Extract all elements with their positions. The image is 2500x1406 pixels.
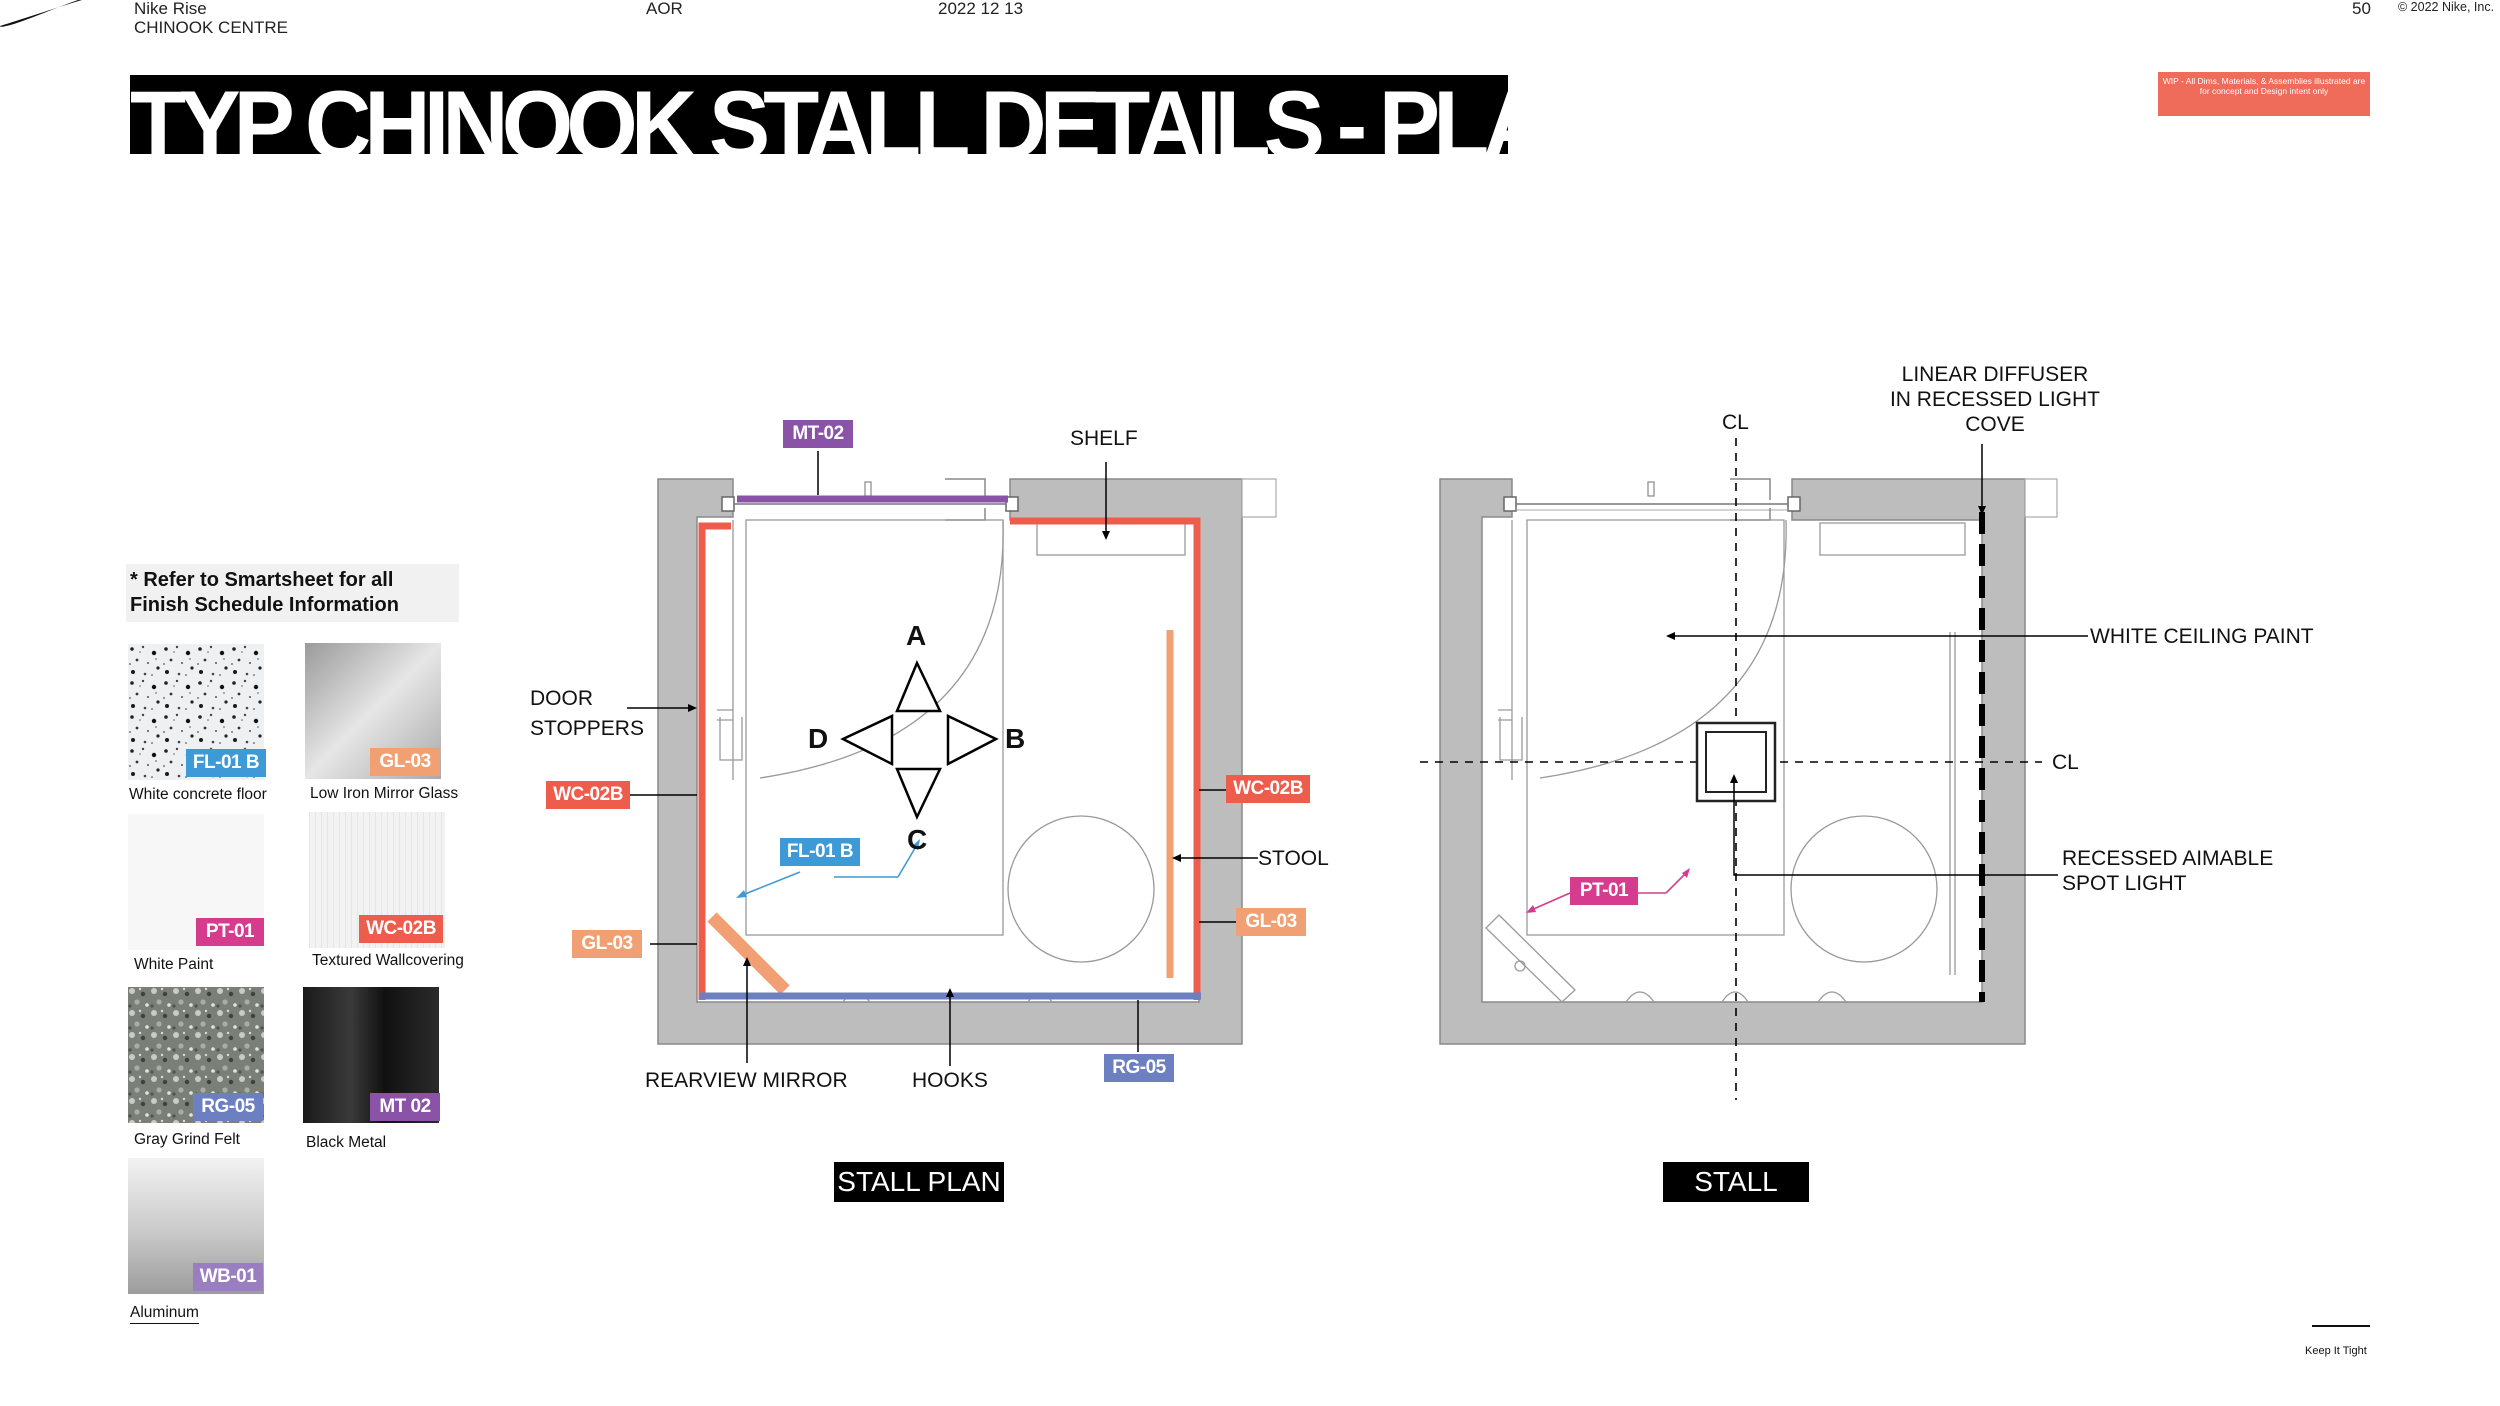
label-hooks: HOOKS — [912, 1069, 988, 1092]
swatch-tag-rg05: RG-05 — [193, 1093, 263, 1121]
footer-rule — [2312, 1325, 2370, 1327]
swatch-tag-fl01b: FL-01 B — [186, 749, 266, 777]
swatch-tag-gl03: GL-03 — [370, 748, 440, 776]
project-name: Nike Rise CHINOOK CENTRE — [134, 0, 288, 37]
swatch-tag-wc02b: WC-02B — [359, 915, 443, 943]
label-spot-light-1: RECESSED AIMABLE — [2062, 847, 2274, 870]
view-marker-d: D — [808, 723, 829, 754]
label-white-ceiling-paint: WHITE CEILING PAINT — [2090, 625, 2314, 648]
view-marker-a: A — [906, 620, 927, 651]
label-rearview-mirror: REARVIEW MIRROR — [645, 1069, 848, 1092]
label-spot-light-2: SPOT LIGHT — [2062, 872, 2187, 895]
view-marker-c: C — [907, 824, 928, 855]
label-shelf: SHELF — [1070, 427, 1138, 450]
label-cl-horizontal: CL — [2052, 751, 2079, 774]
tag-fl01b: FL-01 B — [780, 838, 860, 866]
project-line-1: Nike Rise — [134, 0, 207, 18]
swatch-caption: Black Metal — [306, 1134, 387, 1151]
aor-label: AOR — [646, 0, 683, 18]
swatch-caption: Textured Wallcovering — [312, 952, 464, 969]
label-door-stoppers-2: STOPPERS — [530, 717, 644, 740]
tag-mt02: MT-02 — [783, 420, 853, 448]
finish-schedule-note: * Refer to Smartsheet for all Finish Sch… — [126, 564, 459, 622]
view-marker-b: B — [1005, 723, 1026, 754]
label-diffuser-2: IN RECESSED LIGHT — [1889, 388, 2101, 411]
swatch-caption: White concrete floor — [129, 786, 267, 803]
tag-gl03-right: GL-03 — [1236, 908, 1306, 936]
wip-note: WIP - All Dims, Materials, & Assemblies … — [2158, 72, 2370, 116]
swatch-tag-mt02: MT 02 — [370, 1093, 440, 1121]
swatch-tag-pt01: PT-01 — [196, 918, 264, 946]
nike-swoosh-logo — [0, 0, 82, 27]
page-number: 50 — [2352, 0, 2371, 18]
tag-wc02b-right: WC-02B — [1226, 775, 1310, 803]
swatch-caption: White Paint — [134, 956, 214, 973]
label-diffuser-1: LINEAR DIFFUSER — [1901, 363, 2089, 386]
label-diffuser-3: COVE — [1965, 413, 2025, 436]
stall-rcp-title: STALL RCP — [1663, 1162, 1809, 1237]
swatch-caption: Low Iron Mirror Glass — [310, 785, 459, 802]
stall-plan-title: STALL PLAN — [834, 1162, 1004, 1202]
date-label: 2022 12 13 — [938, 0, 1024, 18]
title-bar: TYP CHINOOK STALL DETAILS - PLANS — [130, 75, 1508, 154]
swatch-caption: Gray Grind Felt — [134, 1131, 240, 1148]
tag-pt01: PT-01 — [1570, 877, 1638, 905]
page-title: TYP CHINOOK STALL DETAILS - PLANS — [130, 75, 1508, 154]
label-door-stoppers-1: DOOR — [530, 687, 593, 710]
footer-tagline: Keep It Tight — [2305, 1345, 2367, 1357]
compass-view-markers — [840, 659, 999, 821]
project-line-2: CHINOOK CENTRE — [134, 18, 288, 37]
swatch-caption: Aluminum — [130, 1304, 199, 1324]
tag-wc02b-left: WC-02B — [546, 781, 630, 809]
label-cl-vertical: CL — [1722, 411, 1749, 434]
copyright: © 2022 Nike, Inc. — [2398, 0, 2495, 14]
tag-gl03-left: GL-03 — [572, 930, 642, 958]
tag-rg05: RG-05 — [1104, 1054, 1174, 1082]
swatch-tag-wb01: WB-01 — [193, 1263, 263, 1291]
label-stool: STOOL — [1258, 847, 1329, 870]
